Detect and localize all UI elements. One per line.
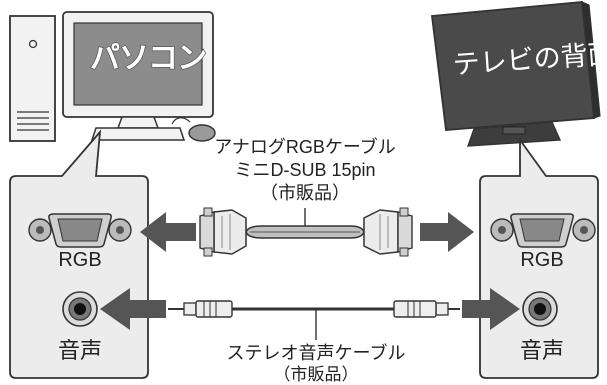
arrow-to-tv-audio <box>462 288 520 330</box>
pc-audio-jack <box>62 291 98 327</box>
arrow-to-pc-rgb <box>140 212 196 252</box>
audio-cable-label-line2: （市販品） <box>273 365 359 384</box>
tv-audio-jack <box>522 291 558 327</box>
arrow-to-tv-rgb <box>420 212 474 252</box>
audio-cable-label-line1: ステレオ音声ケーブル <box>226 343 406 363</box>
mouse <box>171 117 216 142</box>
tv-back <box>430 1 601 147</box>
pc-screen-label: パソコン <box>89 42 207 75</box>
rgb-cable-label-line2: ミニD-SUB 15pin <box>234 160 376 180</box>
pc-rgb-label: RGB <box>58 249 102 271</box>
pc-rgb-port <box>28 213 132 248</box>
tv-audio-label: 音声 <box>519 338 565 363</box>
rgb-cable <box>199 207 413 257</box>
tv-rgb-label: RGB <box>520 249 564 271</box>
pc-tower <box>9 15 56 142</box>
arrow-to-pc-audio <box>100 288 166 330</box>
pc-audio-label: 音声 <box>57 338 103 363</box>
rgb-cable-label-line3: （市販品） <box>260 183 350 203</box>
audio-cable <box>168 300 460 318</box>
tv-rgb-port <box>490 213 596 248</box>
rgb-cable-label-line1: アナログRGBケーブル <box>214 137 396 157</box>
pc-monitor <box>62 11 214 141</box>
tv-panel <box>479 137 599 379</box>
